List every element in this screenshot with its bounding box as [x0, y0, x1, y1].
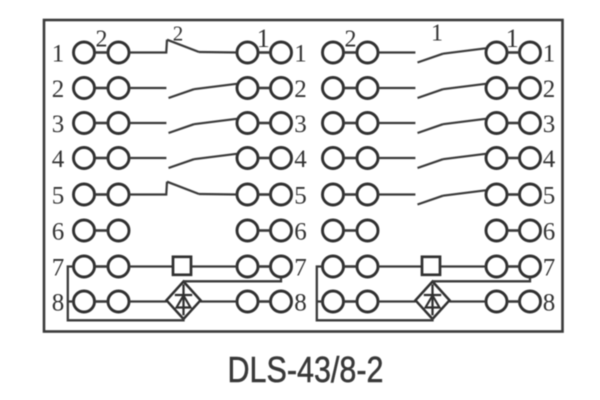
- svg-text:2: 2: [543, 76, 556, 103]
- svg-text:8: 8: [543, 290, 556, 317]
- svg-text:DLS-43/8-2: DLS-43/8-2: [228, 349, 384, 390]
- svg-text:3: 3: [294, 111, 307, 138]
- svg-text:5: 5: [52, 183, 65, 210]
- svg-text:1: 1: [52, 41, 65, 68]
- svg-text:4: 4: [294, 146, 307, 173]
- svg-text:6: 6: [52, 219, 65, 246]
- svg-text:2: 2: [173, 22, 184, 46]
- svg-text:3: 3: [543, 111, 556, 138]
- svg-text:5: 5: [543, 183, 556, 210]
- svg-text:1: 1: [506, 24, 519, 53]
- svg-text:2: 2: [96, 27, 108, 53]
- svg-text:3: 3: [52, 111, 65, 138]
- svg-text:1: 1: [543, 41, 556, 68]
- svg-text:7: 7: [52, 255, 65, 282]
- svg-text:1: 1: [257, 24, 270, 53]
- svg-text:6: 6: [543, 219, 556, 246]
- svg-text:4: 4: [543, 146, 556, 173]
- svg-text:2: 2: [345, 27, 357, 53]
- svg-text:2: 2: [52, 76, 65, 103]
- svg-text:2: 2: [294, 76, 307, 103]
- svg-text:7: 7: [543, 255, 556, 282]
- svg-text:1: 1: [294, 41, 307, 68]
- svg-text:7: 7: [294, 255, 307, 282]
- svg-text:4: 4: [52, 146, 65, 173]
- svg-text:8: 8: [52, 290, 65, 317]
- svg-text:8: 8: [294, 290, 307, 317]
- svg-text:6: 6: [294, 219, 307, 246]
- svg-text:1: 1: [431, 21, 443, 47]
- svg-text:5: 5: [294, 183, 307, 210]
